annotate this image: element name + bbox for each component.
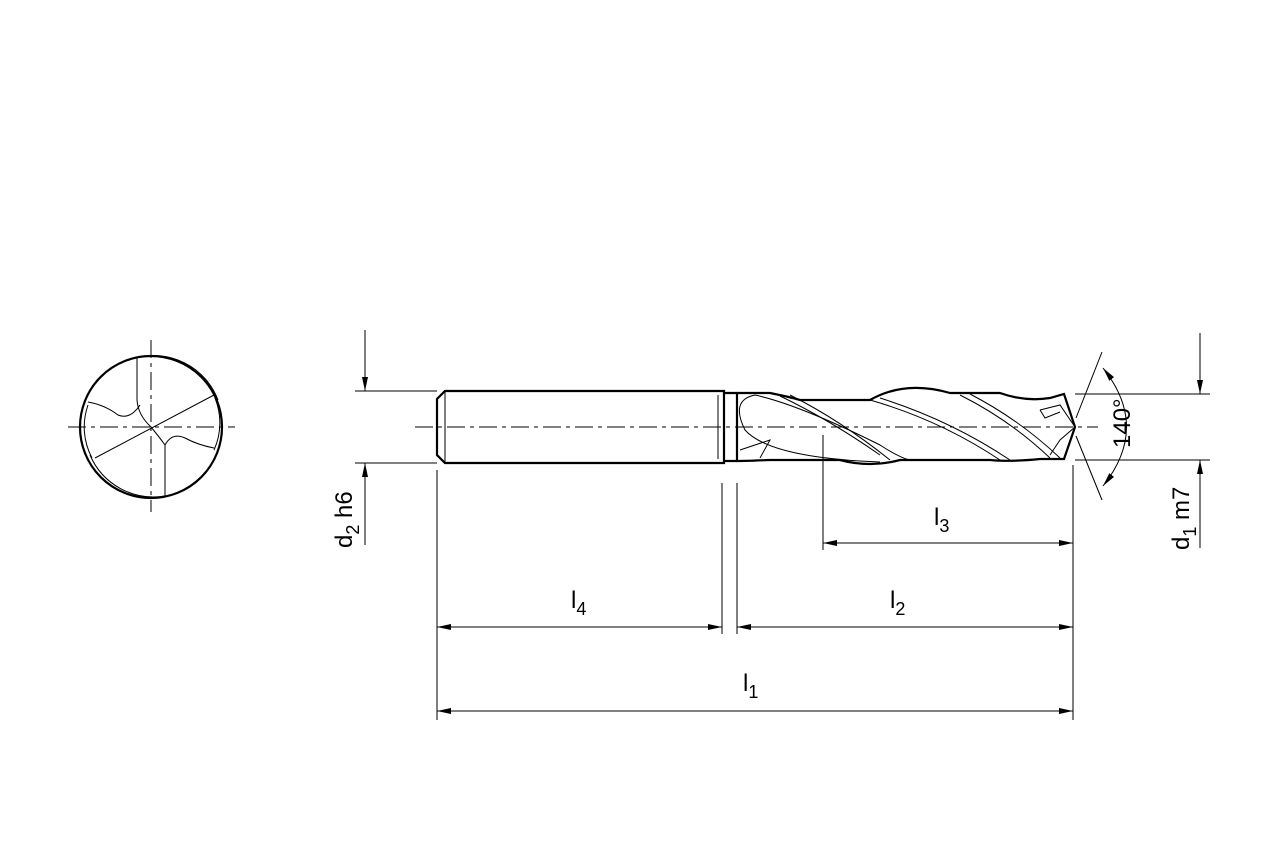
angle-label: 140° <box>1109 398 1136 448</box>
d1-label: d1 m7 <box>1168 487 1200 550</box>
l1-label: l1 <box>743 670 758 702</box>
end-view <box>68 340 235 512</box>
l4-dimension: l4 <box>437 587 722 630</box>
d1-dimension: d1 m7 <box>1075 333 1210 550</box>
point-angle-dimension: 140° <box>1075 351 1136 501</box>
l2-dimension: l2 <box>737 587 1073 630</box>
l3-label: l3 <box>934 504 949 536</box>
drill-flutes <box>736 386 1077 466</box>
l3-dimension: l3 <box>823 504 1073 546</box>
d2-dimension: d2 h6 <box>331 330 437 548</box>
d2-label: d2 h6 <box>331 491 363 548</box>
l1-dimension: l1 <box>437 670 1073 714</box>
extension-lines <box>436 435 1074 720</box>
l2-label: l2 <box>890 587 905 619</box>
l4-label: l4 <box>571 587 586 619</box>
